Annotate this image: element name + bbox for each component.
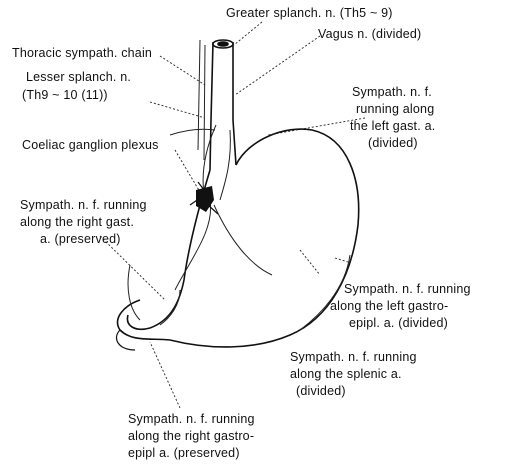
right-gastroepiploic-label-line-3: epipl a. (preserved) bbox=[128, 446, 240, 461]
splenic-label-line-2: along the splenic a. bbox=[290, 367, 402, 382]
left-gastroepiploic-label-line-2: along the left gastro- bbox=[330, 299, 448, 314]
coeliac-ganglion-plexus-label: Coeliac ganglion plexus bbox=[22, 138, 159, 153]
lesser-splanchnic-segments-label: (Th9 ~ 10 (11)) bbox=[22, 88, 108, 103]
left-gastric-label-line-2: running along bbox=[356, 102, 434, 117]
stomach-outline bbox=[116, 129, 358, 350]
lesser-splanchnic-nerve-label: Lesser splanch. n. bbox=[26, 70, 131, 85]
coeliac-plexus-mark bbox=[190, 182, 218, 214]
esophagus bbox=[210, 40, 236, 170]
thoracic-sympathetic-chain-label: Thoracic sympath. chain bbox=[12, 46, 152, 61]
right-gastric-label-line-2: along the right gast. bbox=[20, 215, 134, 230]
left-gastric-label-line-3: the left gast. a. bbox=[350, 119, 435, 134]
left-gastric-label-line-4: (divided) bbox=[368, 136, 418, 151]
vagus-nerve-label: Vagus n. (divided) bbox=[318, 27, 421, 42]
left-gastroepiploic-label-line-1: Sympath. n. f. running bbox=[344, 282, 471, 297]
right-gastroepiploic-label-line-1: Sympath. n. f. running bbox=[128, 412, 255, 427]
left-gastric-label-line-1: Sympath. n. f. bbox=[352, 85, 432, 100]
nerve-fibres bbox=[128, 40, 350, 330]
splenic-label-line-1: Sympath. n. f. running bbox=[290, 350, 417, 365]
right-gastroepiploic-label-line-2: along the right gastro- bbox=[128, 429, 254, 444]
left-gastroepiploic-label-line-3: epipl. a. (divided) bbox=[349, 316, 448, 331]
splenic-label-line-3: (divided) bbox=[296, 384, 346, 399]
right-gastric-label-line-1: Sympath. n. f. running bbox=[20, 198, 147, 213]
right-gastric-label-line-3: a. (preserved) bbox=[40, 232, 121, 247]
greater-splanchnic-nerve-label: Greater splanch. n. (Th5 ~ 9) bbox=[226, 6, 393, 21]
